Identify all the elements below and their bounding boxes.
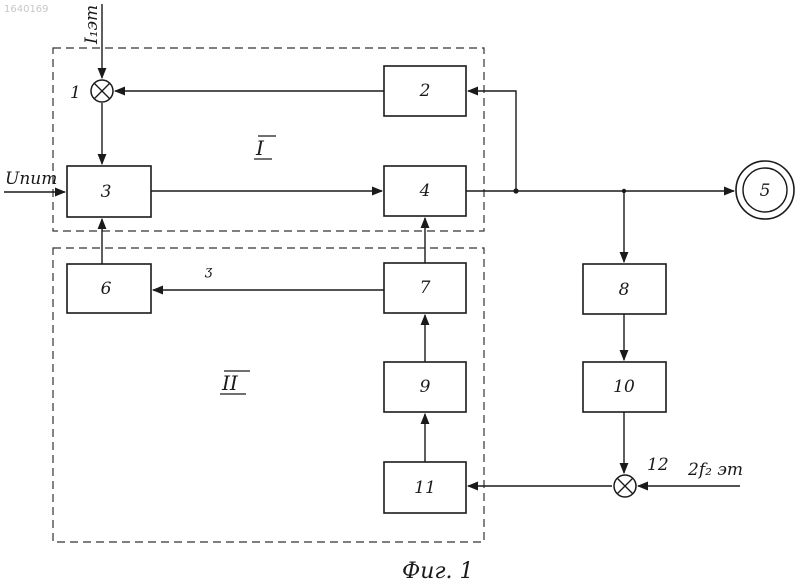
group-2-label: II [221,371,239,395]
block-9: 9 [384,362,466,412]
block-7-label: 7 [420,278,431,298]
block-8-label: 8 [619,280,630,300]
node-dot-1 [513,188,518,193]
block-10-label: 10 [613,377,635,397]
block-2-label: 2 [419,81,431,101]
block-4: 4 [384,166,466,216]
group-1-region [53,48,484,231]
junction-12-label: 12 [647,455,669,475]
group-1-label: I [255,136,265,160]
block-9-label: 9 [420,377,431,397]
block-3: 3 [67,166,151,217]
block-2: 2 [384,66,466,116]
block-8: 8 [583,264,666,314]
block-6: 6 [67,264,151,313]
output-5-label: 5 [760,181,771,201]
reference-current-label: I₁эт [82,5,102,45]
block-4-label: 4 [419,181,431,201]
junction-1-label: 1 [70,83,81,103]
block-10: 10 [583,362,666,412]
block-11: 11 [384,462,466,513]
signal-mark: ʒ [204,264,213,279]
node-dot-2 [622,189,626,193]
block-6-label: 6 [101,279,112,299]
reference-frequency-label: 2f₂ эт [687,460,743,480]
supply-voltage-label: Uпит [5,169,57,189]
summing-junction-1: 1 [70,80,113,103]
figure-caption: Фиг. 1 [402,559,474,584]
wire-output-to-2 [468,91,516,191]
block-11-label: 11 [414,478,436,498]
document-id: 1640169 [4,4,49,15]
block-7: 7 [384,263,466,313]
output-5: 5 [736,161,794,219]
block-3-label: 3 [101,182,112,202]
summing-junction-12: 12 [614,455,669,497]
